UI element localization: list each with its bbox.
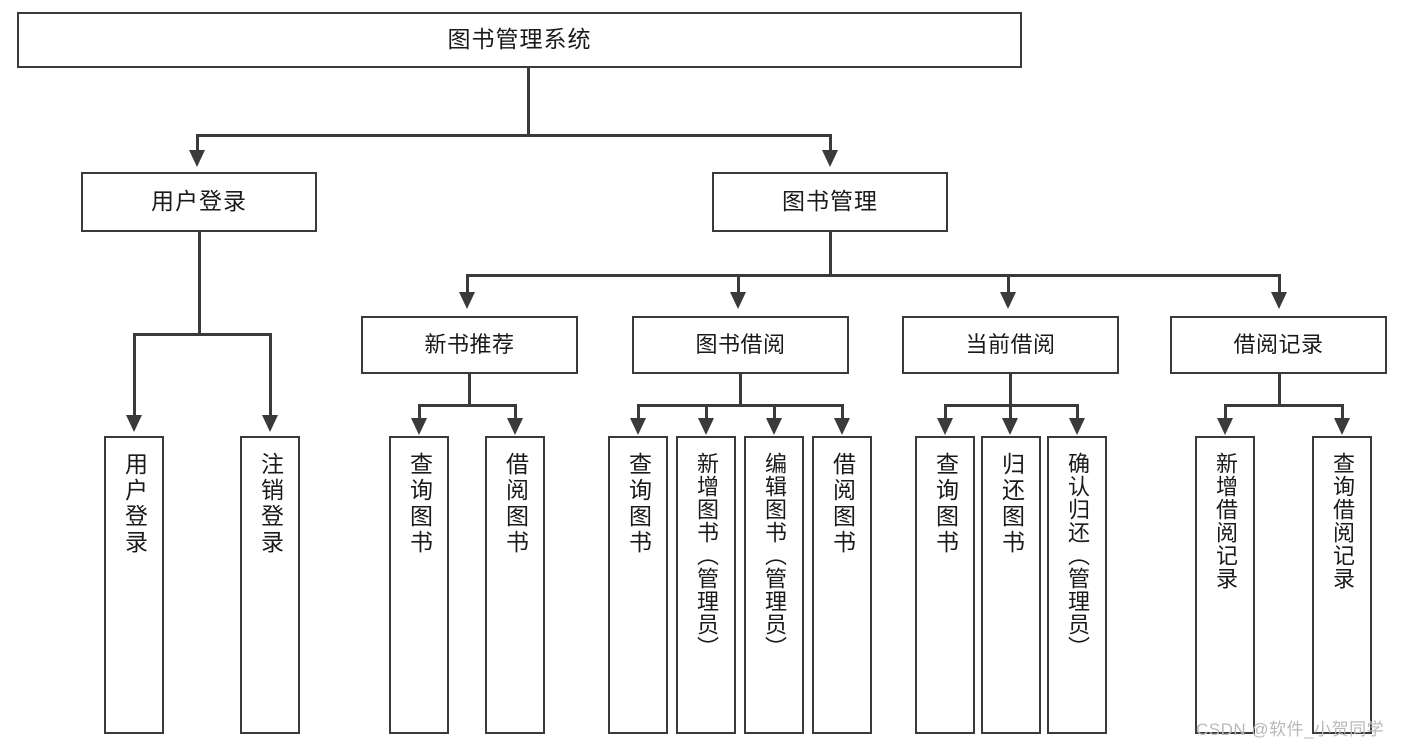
connector-bb-drop-4 (841, 404, 844, 419)
leaf-logout[interactable]: 注销登录 (240, 436, 300, 734)
arrowhead-leaf-cb-confirm (1069, 418, 1085, 435)
arrowhead-borrow-record (1271, 292, 1287, 309)
arrowhead-leaf-bb-add (698, 418, 714, 435)
leaf-user-login[interactable]: 用户登录 (104, 436, 164, 734)
connector-book-borrow-stem (739, 374, 742, 406)
leaf-current-borrow-query-book[interactable]: 查询图书 (915, 436, 975, 734)
connector-user-login-drop-1 (133, 333, 136, 417)
arrowhead-current-borrow (1000, 292, 1016, 309)
node-borrow-record[interactable]: 借阅记录 (1170, 316, 1387, 374)
connector-root-to-user-login (196, 134, 199, 152)
node-label: 确认归还（管理员） (1065, 452, 1090, 659)
node-book-borrow[interactable]: 图书借阅 (632, 316, 849, 374)
arrowhead-leaf-br-query (1334, 418, 1350, 435)
connector-cb-drop-2 (1009, 404, 1012, 419)
node-current-borrow[interactable]: 当前借阅 (902, 316, 1119, 374)
node-root-book-management-system[interactable]: 图书管理系统 (17, 12, 1022, 68)
node-user-login[interactable]: 用户登录 (81, 172, 317, 232)
connector-bb-drop-2 (705, 404, 708, 419)
node-label: 新增借阅记录 (1213, 452, 1238, 590)
leaf-current-borrow-confirm-return-admin[interactable]: 确认归还（管理员） (1047, 436, 1107, 734)
connector-current-borrow-stem (1009, 374, 1012, 406)
connector-bm-drop-2 (737, 274, 740, 294)
connector-new-book-drop-1 (418, 404, 421, 419)
leaf-book-borrow-edit-book-admin[interactable]: 编辑图书（管理员） (744, 436, 804, 734)
connector-root-stem (527, 68, 530, 135)
connector-book-management-stem (829, 232, 832, 276)
node-label: 当前借阅 (965, 331, 1056, 357)
leaf-borrow-record-add-record[interactable]: 新增借阅记录 (1195, 436, 1255, 734)
arrowhead-leaf-bb-edit (766, 418, 782, 435)
connector-user-login-drop-2 (269, 333, 272, 417)
connector-bb-drop-1 (637, 404, 640, 419)
connector-book-management-bus (466, 274, 1280, 277)
node-label: 编辑图书（管理员） (762, 452, 787, 659)
node-label: 用户登录 (121, 452, 148, 556)
csdn-watermark: CSDN @软件_小贺同学 (1196, 720, 1385, 739)
node-label: 查询图书 (406, 452, 433, 556)
node-label: 查询图书 (932, 452, 959, 556)
connector-new-book-drop-2 (514, 404, 517, 419)
node-new-book-recommend[interactable]: 新书推荐 (361, 316, 578, 374)
arrowhead-leaf-br-add (1217, 418, 1233, 435)
arrowhead-leaf-cb-query (937, 418, 953, 435)
node-label: 归还图书 (998, 452, 1025, 556)
node-label: 新增图书（管理员） (694, 452, 719, 659)
connector-borrow-record-stem (1278, 374, 1281, 406)
node-label: 用户登录 (151, 188, 247, 215)
arrowhead-leaf-bb-borrow (834, 418, 850, 435)
leaf-borrow-record-query-record[interactable]: 查询借阅记录 (1312, 436, 1372, 734)
arrowhead-book-borrow (730, 292, 746, 309)
node-label: 借阅图书 (829, 452, 856, 556)
connector-book-borrow-bus (637, 404, 842, 407)
connector-bm-drop-4 (1278, 274, 1281, 294)
node-label: 借阅记录 (1233, 331, 1324, 357)
arrowhead-leaf-nb-query (411, 418, 427, 435)
leaf-new-book-borrow-book[interactable]: 借阅图书 (485, 436, 545, 734)
connector-user-login-stem (198, 232, 201, 335)
connector-bm-drop-1 (466, 274, 469, 294)
connector-bm-drop-3 (1007, 274, 1010, 294)
arrowhead-leaf-logout (262, 415, 278, 432)
arrowhead-leaf-bb-query (630, 418, 646, 435)
connector-root-bus (196, 134, 832, 137)
node-label: 图书管理系统 (447, 26, 592, 53)
arrowhead-book-management (822, 150, 838, 167)
node-label: 注销登录 (257, 452, 284, 556)
leaf-book-borrow-query-book[interactable]: 查询图书 (608, 436, 668, 734)
arrowhead-leaf-nb-borrow (507, 418, 523, 435)
node-label: 查询借阅记录 (1330, 452, 1355, 590)
connector-bb-drop-3 (773, 404, 776, 419)
node-label: 新书推荐 (424, 331, 515, 357)
node-label: 查询图书 (625, 452, 652, 556)
leaf-book-borrow-borrow-book[interactable]: 借阅图书 (812, 436, 872, 734)
connector-cb-drop-3 (1076, 404, 1079, 419)
node-label: 图书管理 (782, 188, 878, 215)
connector-new-book-stem (468, 374, 471, 406)
connector-br-drop-1 (1224, 404, 1227, 419)
arrowhead-new-book-recommend (459, 292, 475, 309)
connector-root-to-book-management (829, 134, 832, 152)
connector-new-book-bus (418, 404, 517, 407)
connector-cb-drop-1 (944, 404, 947, 419)
leaf-new-book-query-book[interactable]: 查询图书 (389, 436, 449, 734)
node-label: 图书借阅 (695, 331, 786, 357)
connector-user-login-bus (133, 333, 271, 336)
node-book-management[interactable]: 图书管理 (712, 172, 948, 232)
leaf-book-borrow-add-book-admin[interactable]: 新增图书（管理员） (676, 436, 736, 734)
connector-br-drop-2 (1341, 404, 1344, 419)
node-label: 借阅图书 (502, 452, 529, 556)
leaf-current-borrow-return-book[interactable]: 归还图书 (981, 436, 1041, 734)
connector-borrow-record-bus (1224, 404, 1341, 407)
arrowhead-leaf-user-login (126, 415, 142, 432)
arrowhead-user-login (189, 150, 205, 167)
arrowhead-leaf-cb-return (1002, 418, 1018, 435)
